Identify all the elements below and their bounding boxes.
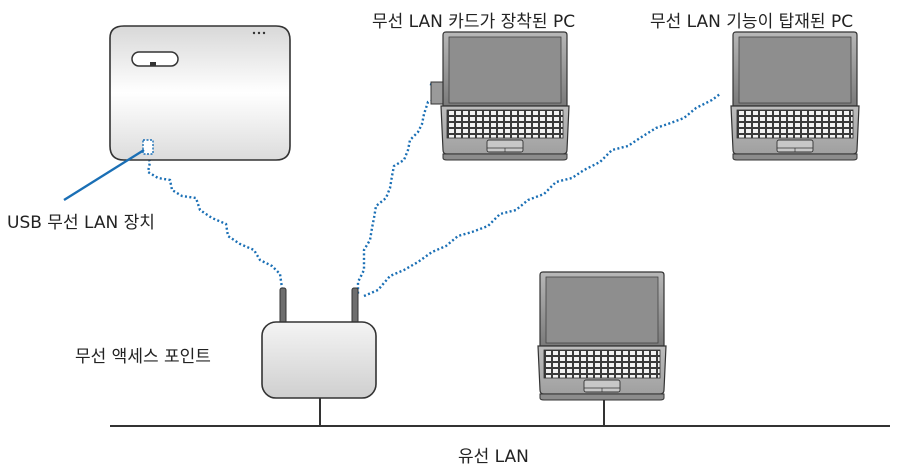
laptop-builtin [730,31,860,161]
label-usb-device: USB 무선 LAN 장치 [7,213,155,233]
wireless-links [146,82,721,298]
wireless-access-point [261,287,377,399]
label-pc-builtin: 무선 LAN 기능이 탑재된 PC [650,12,854,32]
laptop-wired [537,271,667,401]
wireless-link-projector [146,142,284,289]
projector [109,25,291,161]
wired-lan [110,398,890,427]
usb-port-marker [142,139,154,155]
usb-pointer-line [63,148,145,202]
label-pc-card: 무선 LAN 카드가 장착된 PC [372,12,576,32]
laptop-with-card [430,31,570,161]
wireless-link-pc-card [356,82,444,296]
wireless-link-pc-builtin [363,93,721,298]
label-access-point: 무선 액세스 포인트 [75,347,211,367]
label-wired-lan: 유선 LAN [458,447,529,467]
